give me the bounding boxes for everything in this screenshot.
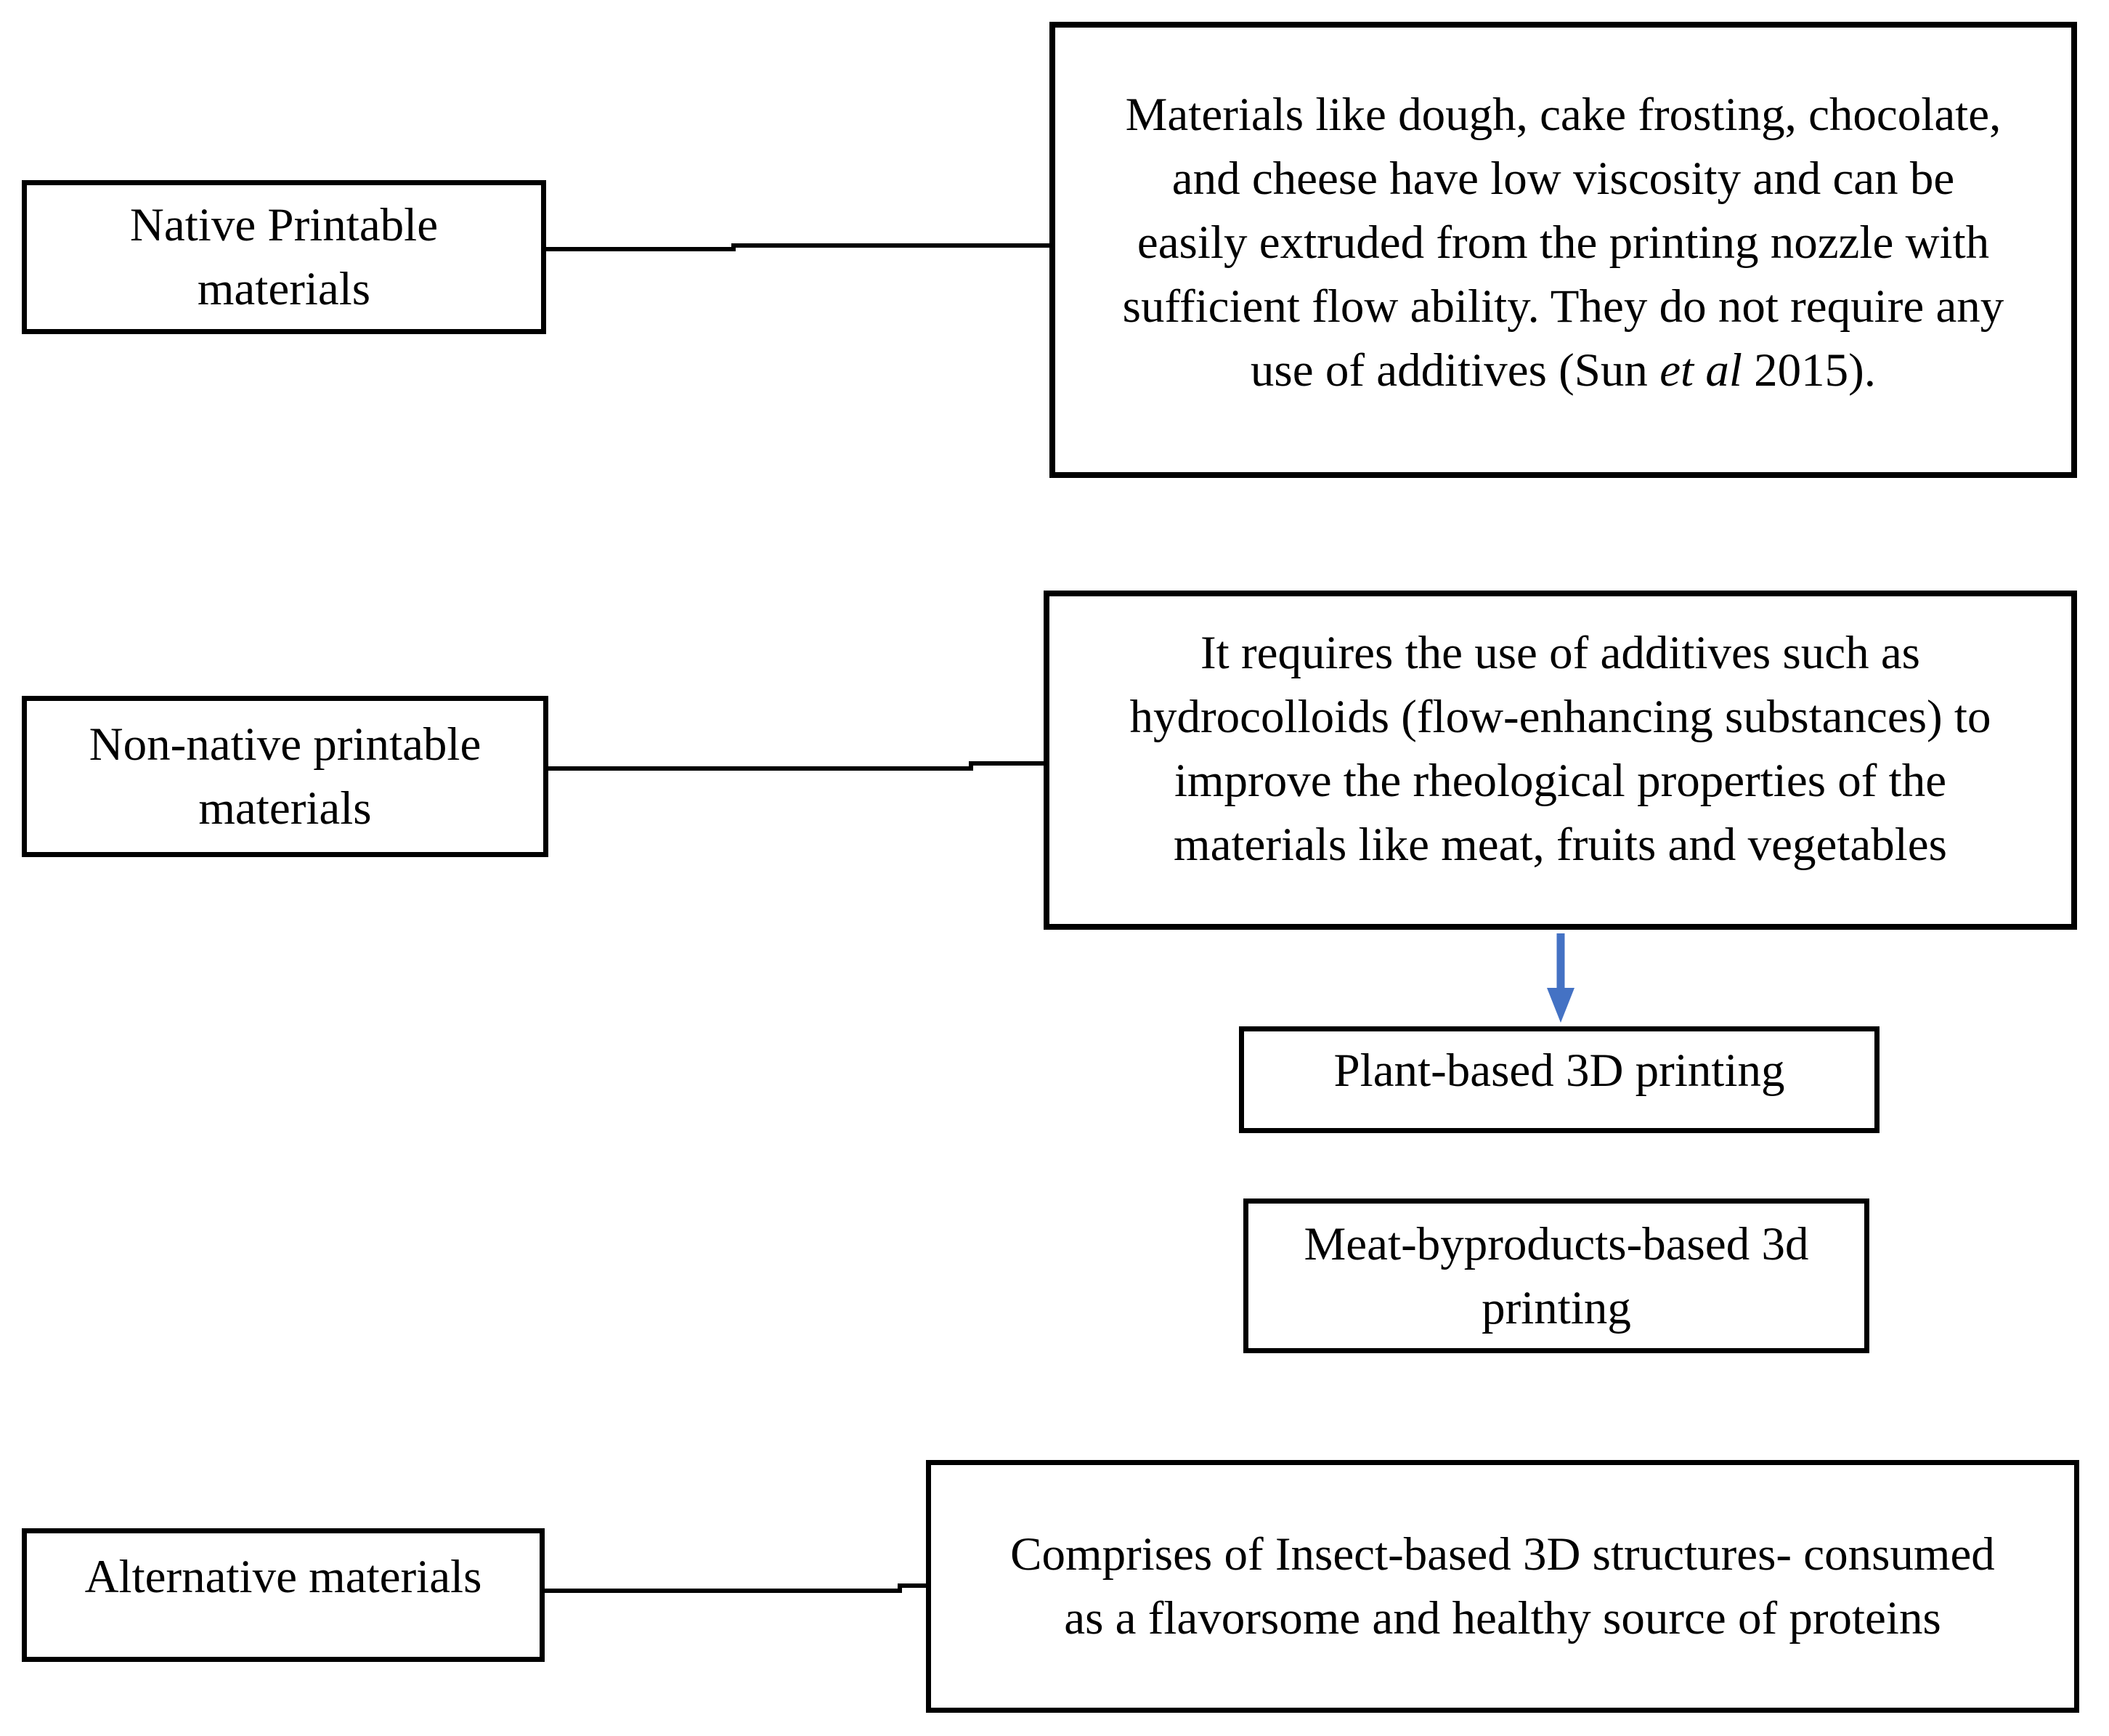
citation-suffix: 2015). <box>1742 344 1877 397</box>
text-line: easily extruded from the printing nozzle… <box>1137 216 1990 269</box>
text-line: Alternative materials <box>84 1551 482 1603</box>
text-line: sufficient flow ability. They do not req… <box>1122 280 2004 333</box>
text-line: Plant-based 3D printing <box>1333 1044 1785 1097</box>
text-line: as a flavorsome and healthy source of pr… <box>1064 1592 1941 1644</box>
node-alternative-description: Comprises of Insect-based 3D structures-… <box>926 1460 2079 1713</box>
node-plant-based: Plant-based 3D printing <box>1239 1026 1880 1133</box>
text-line: Comprises of Insect-based 3D structures-… <box>1010 1528 1995 1581</box>
node-nonnative-printable: Non-native printable materials <box>22 696 548 857</box>
text-line: hydrocolloids (flow-enhancing substances… <box>1129 690 1991 743</box>
text-line: and cheese have low viscosity and can be <box>1171 153 1955 205</box>
citation-et-al: et al <box>1659 344 1742 397</box>
text-line: It requires the use of additives such as <box>1200 626 1920 679</box>
text-line: Non-native printable <box>89 718 481 771</box>
text-line: materials <box>197 263 371 315</box>
node-alternative-materials: Alternative materials <box>22 1528 545 1662</box>
text-line: printing <box>1482 1281 1631 1334</box>
node-native-printable: Native Printable materials <box>22 180 546 334</box>
text-line: improve the rheological properties of th… <box>1174 754 1947 807</box>
text-line: Native Printable <box>129 199 439 251</box>
connector-native <box>546 243 1049 251</box>
node-native-description: Materials like dough, cake frosting, cho… <box>1049 22 2077 478</box>
connector-nonnative <box>548 761 1046 771</box>
citation-prefix: use of additives (Sun <box>1250 344 1660 397</box>
down-arrow-icon <box>1547 933 1574 1023</box>
text-line: Materials like dough, cake frosting, cho… <box>1125 89 2002 141</box>
text-line: materials like meat, fruits and vegetabl… <box>1174 818 1947 871</box>
text-line-citation: use of additives (Sun et al 2015). <box>1251 338 1876 402</box>
text-line: Meat-byproducts-based 3d <box>1304 1217 1809 1270</box>
connector-alternative <box>545 1583 928 1593</box>
node-meat-byproducts: Meat-byproducts-based 3d printing <box>1243 1198 1869 1353</box>
node-nonnative-description: It requires the use of additives such as… <box>1044 591 2077 930</box>
text-line: materials <box>198 782 372 835</box>
